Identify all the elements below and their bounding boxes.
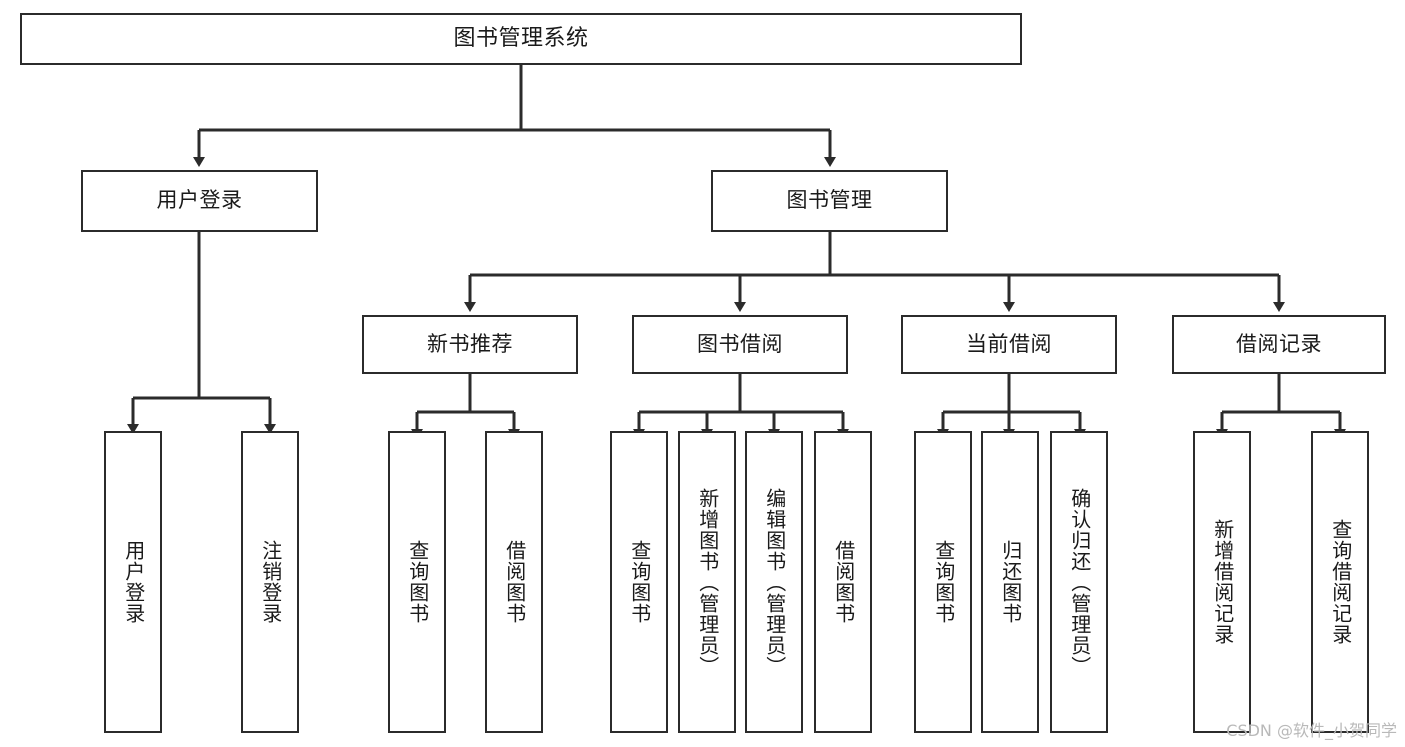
- node-label: 借阅图书: [831, 540, 856, 624]
- node-label: 查询图书: [931, 540, 956, 624]
- leaf-edit-book-admin[interactable]: 编辑图书（管理员）: [745, 431, 803, 733]
- node-label: 新增借阅记录: [1210, 519, 1235, 645]
- node-label: 借阅记录: [1236, 331, 1322, 356]
- node-label: 查询图书: [405, 540, 430, 624]
- leaf-return-book[interactable]: 归还图书: [981, 431, 1039, 733]
- leaf-borrow-book[interactable]: 借阅图书: [814, 431, 872, 733]
- leaf-query-borrow-record[interactable]: 查询借阅记录: [1311, 431, 1369, 733]
- node-root-system[interactable]: 图书管理系统: [20, 13, 1022, 65]
- node-current-borrow[interactable]: 当前借阅: [901, 315, 1117, 374]
- leaf-user-logout[interactable]: 注销登录: [241, 431, 299, 733]
- leaf-query-book-borrow[interactable]: 查询图书: [610, 431, 668, 733]
- node-label: 查询借阅记录: [1328, 519, 1353, 645]
- node-label: 图书管理系统: [453, 25, 589, 51]
- node-label: 新增图书（管理员）: [695, 487, 720, 677]
- node-borrow-record[interactable]: 借阅记录: [1172, 315, 1386, 374]
- node-new-book-recommend[interactable]: 新书推荐: [362, 315, 578, 374]
- leaf-query-book-current[interactable]: 查询图书: [914, 431, 972, 733]
- leaf-add-borrow-record[interactable]: 新增借阅记录: [1193, 431, 1251, 733]
- leaf-borrow-book-recommend[interactable]: 借阅图书: [485, 431, 543, 733]
- node-book-borrow[interactable]: 图书借阅: [632, 315, 848, 374]
- node-label: 用户登录: [121, 540, 146, 624]
- node-label: 编辑图书（管理员）: [762, 487, 787, 677]
- node-book-management[interactable]: 图书管理: [711, 170, 948, 232]
- node-label: 归还图书: [998, 540, 1023, 624]
- node-label: 图书管理: [786, 188, 873, 213]
- node-label: 用户登录: [156, 188, 243, 213]
- node-user-login[interactable]: 用户登录: [81, 170, 318, 232]
- node-label: 查询图书: [627, 540, 652, 624]
- leaf-query-book-recommend[interactable]: 查询图书: [388, 431, 446, 733]
- leaf-user-login[interactable]: 用户登录: [104, 431, 162, 733]
- node-label: 图书借阅: [697, 331, 783, 356]
- node-label: 当前借阅: [966, 331, 1052, 356]
- leaf-confirm-return-admin[interactable]: 确认归还（管理员）: [1050, 431, 1108, 733]
- leaf-add-book-admin[interactable]: 新增图书（管理员）: [678, 431, 736, 733]
- node-label: 注销登录: [258, 540, 283, 624]
- node-label: 确认归还（管理员）: [1067, 487, 1092, 677]
- watermark-text: CSDN @软件_小贺同学: [1226, 721, 1397, 740]
- node-label: 新书推荐: [427, 331, 513, 356]
- node-label: 借阅图书: [502, 540, 527, 624]
